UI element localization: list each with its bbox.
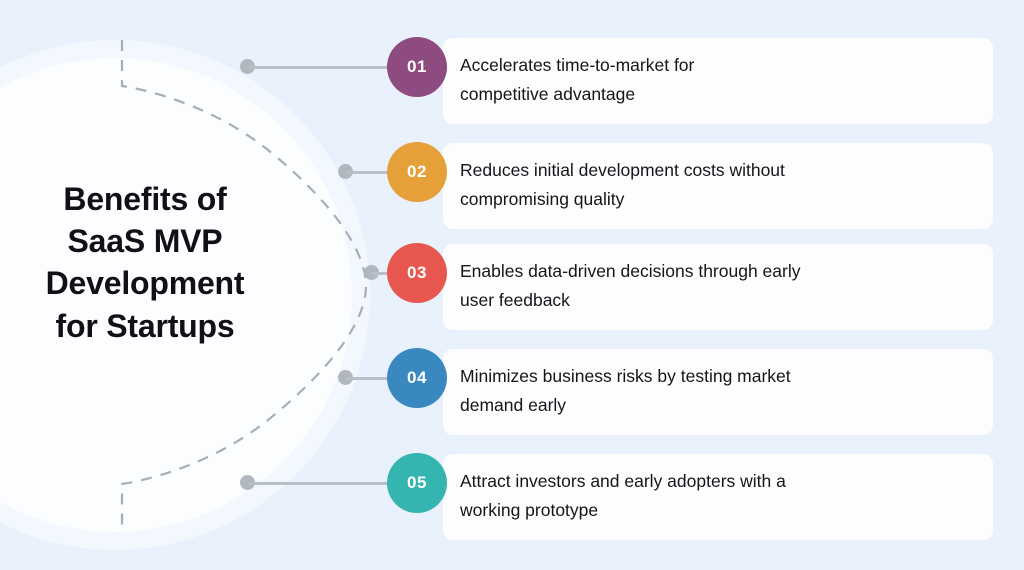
benefit-text: Attract investors and early adopters wit…: [460, 467, 980, 525]
benefit-text-line: Reduces initial development costs withou…: [460, 160, 785, 180]
benefit-text-line: user feedback: [460, 289, 570, 310]
benefit-text-line: Minimizes business risks by testing mark…: [460, 366, 791, 386]
benefit-number-badge: 01: [387, 37, 447, 97]
benefit-number-badge: 03: [387, 243, 447, 303]
title-line-4: for Startups: [55, 307, 235, 344]
benefit-text: Reduces initial development costs withou…: [460, 156, 980, 214]
connector-line: [371, 272, 393, 275]
connector-line: [346, 171, 393, 174]
benefit-text-line: Attract investors and early adopters wit…: [460, 471, 786, 491]
benefit-card[interactable]: [443, 349, 993, 435]
benefit-text-line: demand early: [460, 394, 567, 415]
benefit-text-line: compromising quality: [460, 188, 625, 209]
benefit-text-line: working prototype: [460, 499, 599, 520]
connector-line: [248, 66, 393, 69]
title-line-1: Benefits of: [63, 181, 227, 217]
benefit-card[interactable]: [443, 143, 993, 229]
benefit-row: 01 Accelerates time-to-market for competit…: [0, 37, 1024, 124]
benefit-text-line: competitive advantage: [460, 83, 636, 104]
benefit-card[interactable]: [443, 38, 993, 124]
benefit-card[interactable]: [443, 244, 993, 330]
page-title: Benefits of SaaS MVP Development for Sta…: [10, 178, 280, 347]
benefit-number-badge: 02: [387, 142, 447, 202]
connector-dot: [338, 164, 353, 179]
benefit-number-badge: 05: [387, 453, 447, 513]
benefit-number-badge: 04: [387, 348, 447, 408]
benefit-card[interactable]: [443, 454, 993, 540]
connector-dot: [240, 59, 255, 74]
title-line-3: Development: [45, 265, 245, 302]
connector-line: [346, 377, 393, 380]
benefit-text: Enables data-driven decisions through ea…: [460, 257, 980, 315]
benefit-text: Accelerates time-to-market for competitiv…: [460, 51, 980, 109]
connector-dot: [240, 475, 255, 490]
connector-dot: [338, 370, 353, 385]
benefit-row: 02 Reduces initial development costs with…: [0, 142, 1024, 229]
title-line-2: SaaS MVP: [67, 223, 223, 260]
benefit-row: 05 Attract investors and early adopters w…: [0, 453, 1024, 540]
benefit-row: 04 Minimizes business risks by testing ma…: [0, 348, 1024, 435]
benefit-text-line: Enables data-driven decisions through ea…: [460, 261, 801, 281]
benefit-text-line: Accelerates time-to-market for: [460, 55, 695, 75]
benefit-text: Minimizes business risks by testing mark…: [460, 362, 980, 420]
connector-line: [248, 482, 393, 485]
benefit-row: 03 Enables data-driven decisions through …: [0, 243, 1024, 330]
